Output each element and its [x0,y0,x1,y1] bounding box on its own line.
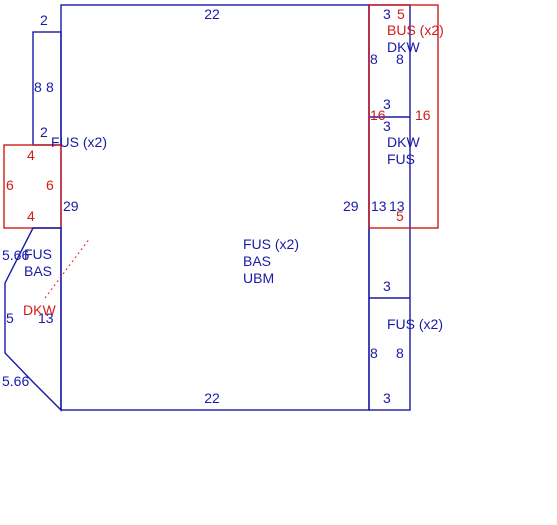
strip-low-top-dimension: 3 [383,278,391,294]
notch-bottom-dimension: 2 [40,124,48,140]
bevel-right-dimension: 13 [38,310,54,326]
main-right-dimension: 29 [343,198,359,214]
strip-upper-code-1: BUS (x2) [387,22,444,38]
main-code-3: UBM [243,270,274,286]
strip-mid-top-dimension: 3 [383,96,391,112]
main-bottom-dimension: 22 [204,390,220,406]
bevel-code-2: BAS [24,263,52,279]
bevel-bottom-dimension: 5.66 [2,373,29,389]
strip-low-bottom-dimension: 3 [383,390,391,406]
strip-side-right-dimension: 8 [396,51,404,67]
main-code-2: BAS [243,253,271,269]
strip-red-left-dimension: 16 [370,107,386,123]
main-code-1: FUS (x2) [243,236,299,252]
red-left-top-dimension: 4 [27,147,35,163]
strip-low-left-dimension: 8 [370,345,378,361]
red-right-panel-outline [368,4,439,229]
strip-upper-code-2: DKW [387,39,420,55]
bevel-panel-outline [4,227,62,412]
red-left-right-dimension: 6 [46,177,54,193]
notch-code: FUS (x2) [51,134,107,150]
main-left-dimension: 29 [63,198,79,214]
strip-low-code: FUS (x2) [387,316,443,332]
strip-mid-top-dimension-2: 3 [383,118,391,134]
strip-lower-right-dimension: 13 [389,198,405,214]
strip-top-red-dimension: 5 [397,6,405,22]
notch-side-dimension-2: 8 [46,79,54,95]
strip-mid-code-1: DKW [387,134,420,150]
bevel-left-dimension: 5 [6,310,14,326]
strip-side-left-dimension: 8 [370,51,378,67]
bevel-top-dimension: 5.66 [2,247,29,263]
bevel-red-code: DKW [23,302,56,318]
strip-red-right-dimension: 16 [415,107,431,123]
main-top-dimension: 22 [204,6,220,22]
bevel-code-1: FUS [24,246,52,262]
red-left-bottom-dimension: 4 [27,208,35,224]
strip-low-right-dimension: 8 [396,345,404,361]
notch-top-dimension: 2 [40,12,48,28]
red-left-left-dimension: 6 [6,177,14,193]
main-panel-outline [60,4,370,411]
strip-lower-left-dimension: 13 [371,198,387,214]
strip-red-bottom-dimension: 5 [396,208,404,224]
strip-mid-code-2: FUS [387,151,415,167]
strip-top-dimension: 3 [383,6,391,22]
notch-side-dimension: 8 [34,79,42,95]
